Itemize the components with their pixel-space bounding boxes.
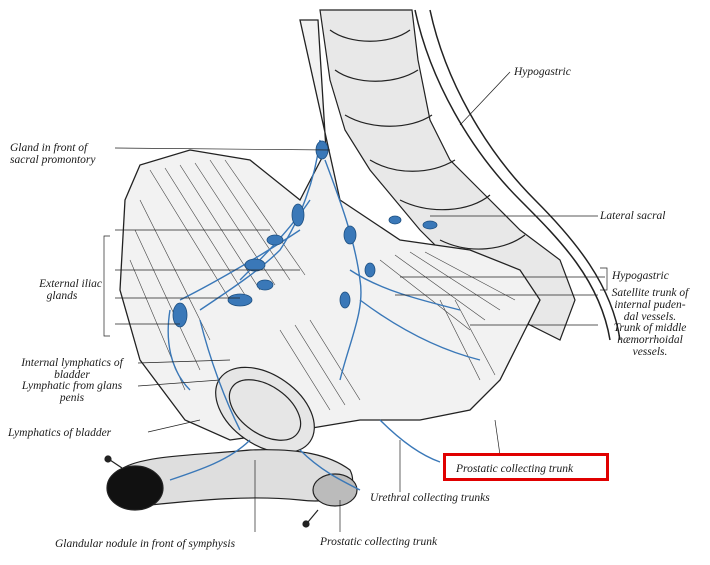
label-line: penis	[59, 392, 85, 404]
label-hypogastric-top: Hypogastric	[514, 66, 571, 78]
lymph-glands	[172, 140, 438, 328]
label-line: Trunk of middle	[613, 322, 687, 334]
label-line: bladder	[54, 369, 90, 381]
bladder	[215, 366, 315, 454]
label-glandular-nodule: Glandular nodule in front of symphysis	[55, 538, 236, 550]
label-line: Lymphatic from glans	[21, 380, 123, 392]
highlight-box: Prostatic collecting trunk	[443, 453, 609, 481]
probe-pins	[104, 455, 319, 528]
label-urethral-collecting-trunks: Urethral collecting trunks	[370, 492, 490, 504]
label-prostatic-collecting-trunk: Prostatic collecting trunk	[320, 536, 438, 548]
label-internal-lymphatics: Internal lymphatics of bladder	[6, 357, 138, 381]
label-middle-haemorrhoidal: Trunk of middle hæmorrhoidal vessels.	[600, 322, 700, 358]
sacrum-vertebrae	[319, 9, 576, 341]
label-line: Internal lymphatics of	[21, 357, 123, 369]
penis	[106, 449, 358, 511]
label-lymphatics-of-bladder: Lymphatics of bladder	[8, 427, 112, 439]
label-prostatic-collecting-trunk-highlighted: Prostatic collecting trunk	[456, 463, 574, 475]
label-line: sacral promontory	[10, 154, 96, 166]
label-gland-sacral-promontory: Gland in front of sacral promontory	[10, 142, 96, 166]
leader-lines	[103, 71, 608, 532]
label-line: vessels.	[632, 346, 668, 358]
label-line: internal puden-	[614, 299, 686, 311]
muscle-hatching	[129, 159, 516, 411]
label-hypogastric-mid: Hypogastric	[612, 270, 669, 282]
label-line: Satellite trunk of	[611, 287, 689, 299]
label-line: External iliac	[39, 278, 102, 290]
label-lymphatic-glans: Lymphatic from glans penis	[6, 380, 138, 404]
label-lateral-sacral: Lateral sacral	[600, 210, 666, 222]
label-satellite-trunk: Satellite trunk of internal puden- dal v…	[600, 287, 700, 323]
label-line: Gland in front of	[10, 142, 88, 154]
label-line: hæmorrhoidal	[617, 334, 683, 346]
label-line: dal vessels.	[623, 311, 677, 323]
label-line: glands	[46, 290, 78, 302]
label-external-iliac-glands: External iliac glands	[22, 278, 102, 302]
